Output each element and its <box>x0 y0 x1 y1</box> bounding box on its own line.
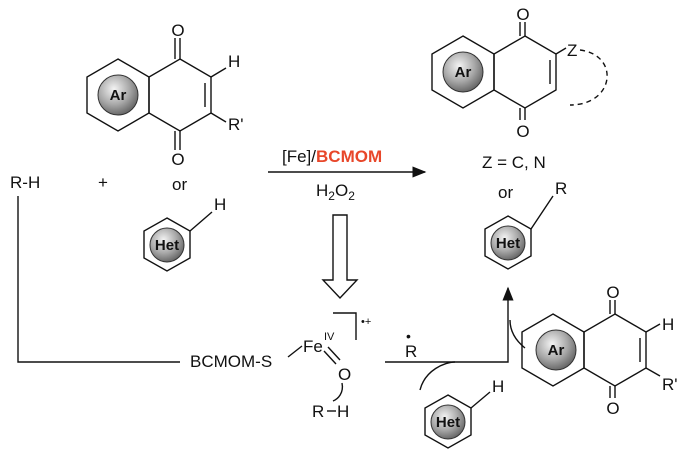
curved-arrow <box>419 361 456 391</box>
heteroarene-bottom: Het H <box>424 377 504 449</box>
oxygen-label: O <box>606 283 619 302</box>
bracket <box>333 312 357 340</box>
or-label: or <box>172 175 187 194</box>
h-label: H <box>662 315 674 334</box>
ar-label: Ar <box>455 64 472 81</box>
r-prime-label: R' <box>662 375 678 394</box>
catalyst-label: [Fe]/BCMOM <box>282 147 382 166</box>
h-label: H <box>228 52 240 71</box>
r-label: R <box>555 179 567 198</box>
fe-label: Fe <box>303 337 323 356</box>
connector-line <box>17 196 180 363</box>
oxygen-label: O <box>171 21 184 40</box>
h-label: H <box>214 195 226 214</box>
oxygen-label: O <box>338 365 351 384</box>
oxygen-label: O <box>516 5 529 24</box>
naphthoquinone-reactant: Ar O O H R' <box>86 21 244 169</box>
z-label: Z <box>567 41 577 60</box>
curved-arrow <box>509 319 526 349</box>
h-label: H <box>492 377 504 396</box>
r-label: R <box>312 402 324 421</box>
oxygen-label: O <box>171 150 184 169</box>
heteroarene-reactant: Het H <box>143 195 226 272</box>
ligand-label: BCMOM-S <box>190 352 272 371</box>
iron-oxo-intermediate: BCMOM-S Fe IV O •+ R H <box>190 312 371 421</box>
plus-sign: + <box>98 173 108 192</box>
ar-label: Ar <box>110 87 127 104</box>
z-definition: Z = C, N <box>482 153 546 172</box>
naphthoquinone-bottom: Ar O O H R' <box>521 283 678 418</box>
ar-label: Ar <box>548 342 565 359</box>
het-label: Het <box>496 235 520 252</box>
charge-label: •+ <box>361 316 371 328</box>
naphthoquinone-product: Ar O O Z <box>431 5 608 141</box>
radical-label: R <box>405 342 417 361</box>
or-label: or <box>498 183 513 202</box>
r-prime-label: R' <box>228 115 244 134</box>
radical-dot: • <box>406 328 411 344</box>
hollow-down-arrow <box>321 214 359 300</box>
heteroarene-product: Het R <box>484 179 567 270</box>
product-arrow <box>385 286 514 363</box>
het-label: Het <box>436 414 460 431</box>
rh-label: R-H <box>10 173 40 192</box>
oxidant-label: H2O2 <box>316 181 355 203</box>
h-label: H <box>337 402 349 421</box>
oxygen-label: O <box>516 122 529 141</box>
oxidation-state: IV <box>324 331 335 343</box>
oxygen-label: O <box>606 399 619 418</box>
het-label: Het <box>155 237 179 254</box>
